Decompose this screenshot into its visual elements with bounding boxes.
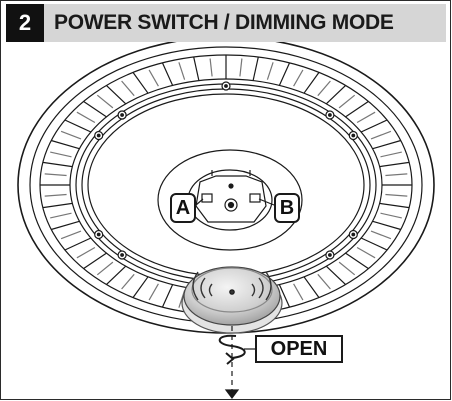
fin-detail: [44, 173, 67, 177]
fin-detail: [60, 230, 82, 240]
mounting-screw-center: [351, 133, 356, 138]
fin-divider: [83, 252, 107, 270]
down-arrow: [224, 389, 240, 399]
fin-detail: [380, 212, 402, 219]
fin-detail: [50, 212, 72, 219]
fin-divider: [278, 284, 291, 308]
mounting-screw-center: [96, 232, 101, 237]
fin-detail: [293, 283, 304, 301]
mounting-screw-center: [328, 113, 332, 117]
center-bracket: [195, 175, 267, 223]
fin-divider: [64, 119, 92, 133]
fin-detail: [76, 111, 96, 124]
fin-ring-inner: [69, 78, 383, 292]
fin-divider: [345, 100, 369, 118]
fin-detail: [148, 69, 159, 87]
fin-detail: [317, 273, 331, 290]
mounting-screw-center: [351, 232, 356, 237]
fin-divider: [42, 202, 73, 209]
header-bar: [6, 4, 446, 42]
fin-divider: [372, 139, 401, 150]
fin-detail: [76, 246, 96, 259]
switch-a-label: A: [170, 193, 196, 223]
fin-detail: [178, 62, 186, 80]
fin-divider: [161, 62, 174, 86]
switch-a: [201, 193, 213, 203]
fin-divider: [193, 56, 200, 81]
switch-b: [249, 193, 261, 203]
fin-detail: [50, 151, 72, 158]
mounting-screws: [94, 81, 358, 289]
fin-divider: [325, 84, 347, 105]
step-number-badge: 2: [6, 4, 44, 42]
fin-detail: [96, 261, 114, 276]
switch-b-label: B: [274, 193, 300, 223]
fin-detail: [317, 80, 331, 97]
fin-detail: [60, 130, 82, 140]
fin-detail: [380, 151, 402, 158]
fin-divider: [360, 119, 388, 133]
center-mount-outer: [157, 149, 303, 251]
fin-divider: [51, 139, 80, 150]
section-title: POWER SWITCH / DIMMING MODE: [54, 11, 394, 34]
fin-detail: [385, 193, 408, 197]
center-screw: [224, 198, 238, 212]
fin-divider: [360, 237, 388, 251]
fin-detail: [121, 80, 135, 97]
fin-divider: [379, 202, 410, 209]
sensor-waves-right: [251, 271, 272, 301]
fin-divider: [132, 276, 149, 298]
open-label: OPEN: [255, 335, 343, 363]
mounting-screw-center: [120, 113, 124, 117]
fin-divider: [252, 56, 259, 81]
fin-divider: [325, 265, 347, 286]
rotate-arrow: [218, 334, 246, 359]
fin-detail: [148, 283, 159, 301]
fin-divider: [278, 62, 291, 86]
cooling-fins: [40, 55, 412, 315]
mounting-screw-center: [224, 84, 228, 88]
fin-divider: [64, 237, 92, 251]
fin-detail: [293, 69, 304, 87]
fin-divider: [51, 220, 80, 231]
fin-divider: [105, 84, 127, 105]
mounting-screw-center: [96, 133, 101, 138]
fin-detail: [121, 273, 135, 290]
mounting-screw-center: [328, 253, 332, 257]
fin-divider: [379, 161, 410, 168]
mounting-screw-center: [120, 253, 124, 257]
fin-detail: [356, 246, 376, 259]
fin-detail: [385, 173, 408, 177]
fin-divider: [132, 72, 149, 94]
fin-divider: [161, 284, 174, 308]
fin-divider: [83, 100, 107, 118]
fin-detail: [356, 111, 376, 124]
fin-divider: [42, 161, 73, 168]
fin-divider: [372, 220, 401, 231]
fin-detail: [338, 94, 356, 109]
fin-detail: [44, 193, 67, 197]
fin-detail: [370, 230, 392, 240]
sensor-waves-left: [192, 271, 213, 301]
inner-plate-ring-3: [87, 93, 365, 277]
fin-divider: [345, 252, 369, 270]
fin-detail: [266, 62, 274, 80]
fin-detail: [239, 58, 243, 77]
fin-detail: [338, 261, 356, 276]
ceiling-fixture-illustration: [17, 42, 435, 399]
fin-divider: [105, 265, 127, 286]
fin-detail: [370, 130, 392, 140]
fin-divider: [303, 276, 320, 298]
fin-detail: [96, 94, 114, 109]
fin-divider: [303, 72, 320, 94]
fin-detail: [209, 58, 213, 77]
sensor-cap: [183, 266, 281, 326]
